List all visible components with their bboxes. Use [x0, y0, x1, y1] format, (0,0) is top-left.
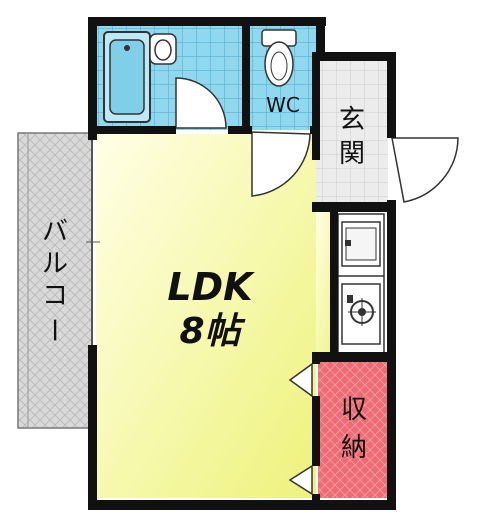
- storage-label-1: 収: [341, 395, 367, 425]
- balcony-char-3: コ: [42, 281, 68, 311]
- entrance-label-1: 玄: [339, 105, 365, 135]
- bathroom-door-swing: [175, 77, 227, 129]
- entrance-door-swing: [391, 137, 459, 203]
- bathroom: [96, 25, 246, 130]
- balcony-char-4: ー: [38, 317, 68, 343]
- wc-door-swing: [251, 131, 311, 197]
- balcony-char-1: バ: [42, 217, 68, 247]
- ldk-size: 8帖: [179, 311, 246, 352]
- balcony: [17, 132, 93, 429]
- balcony-char-2: ル: [42, 249, 68, 279]
- ldk-floor: [96, 134, 316, 498]
- balcony-label: バ ル コ ー: [38, 217, 68, 343]
- entrance: 玄 関: [316, 60, 459, 206]
- wc-room: WC: [250, 25, 318, 197]
- walls: [88, 17, 396, 510]
- storage-door-1: [288, 362, 313, 398]
- ldk-name: LDK: [167, 265, 255, 309]
- wc-label: WC: [266, 93, 300, 117]
- storage-label-2: 納: [341, 433, 367, 463]
- storage-door-2: [288, 464, 313, 496]
- storage: 収 納: [288, 362, 388, 498]
- entrance-label-2: 関: [339, 139, 365, 169]
- kitchen: [337, 213, 385, 357]
